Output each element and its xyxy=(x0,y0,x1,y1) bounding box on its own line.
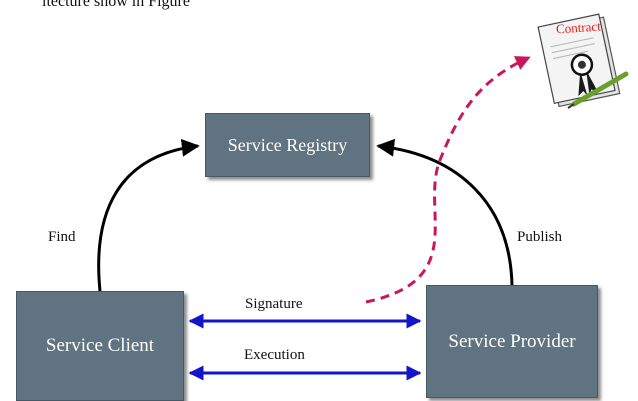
service-registry-node: Service Registry xyxy=(205,113,370,177)
execution-label: Execution xyxy=(244,347,305,363)
find-arrow xyxy=(97,138,200,292)
contract-label: Contract xyxy=(555,18,602,37)
service-provider-label: Service Provider xyxy=(448,330,576,352)
service-registry-label: Service Registry xyxy=(227,134,348,155)
publish-label: Publish xyxy=(517,229,563,245)
pen-icon xyxy=(567,71,629,109)
contract-icon xyxy=(537,13,621,108)
service-provider-node: Service Provider xyxy=(426,285,598,398)
contract-dashed-arrow xyxy=(365,56,531,304)
signature-label: Signature xyxy=(245,296,303,312)
service-client-label: Service Client xyxy=(45,335,155,356)
service-client-node: Service Client xyxy=(16,291,184,401)
top-partial-text: itecture show in Figure xyxy=(42,0,190,10)
publish-arrow xyxy=(376,138,514,286)
find-label: Find xyxy=(48,229,76,245)
